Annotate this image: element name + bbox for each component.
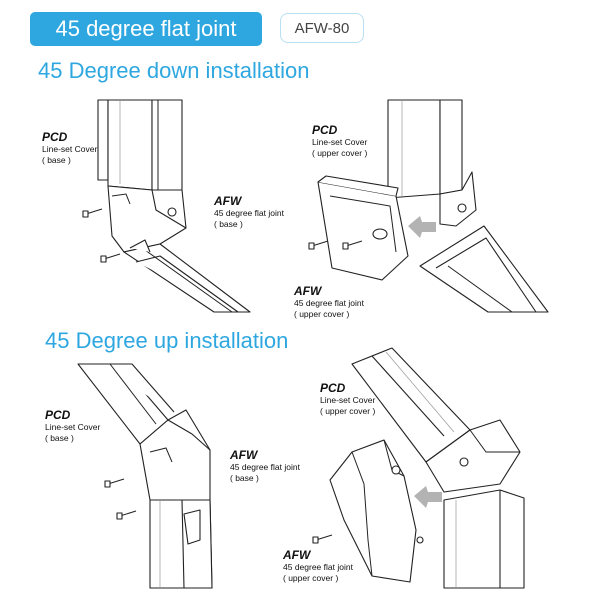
label-up-upper-afw: AFW 45 degree flat joint ( upper cover ) (283, 548, 353, 583)
screw-icon (100, 253, 121, 263)
label-up-base-afw: AFW 45 degree flat joint ( base ) (230, 448, 300, 483)
label-up-upper-pcd: PCD Line-set Cover ( upper cover ) (320, 381, 376, 416)
title-badge: 45 degree flat joint (30, 12, 262, 46)
model-badge: AFW-80 (280, 13, 364, 43)
label-down-base-pcd: PCD Line-set Cover ( base ) (42, 130, 98, 165)
label-down-upper-pcd: PCD Line-set Cover ( upper cover ) (312, 123, 368, 158)
screw-icon (312, 534, 333, 544)
diagram-down-base (82, 99, 251, 313)
screw-icon (116, 510, 137, 520)
arrow-icon (414, 486, 442, 508)
label-down-base-afw: AFW 45 degree flat joint ( base ) (214, 194, 284, 229)
screw-icon (82, 208, 103, 218)
label-down-upper-afw: AFW 45 degree flat joint ( upper cover ) (294, 284, 364, 319)
section-title-down: 45 Degree down installation (38, 58, 310, 83)
screw-icon (104, 478, 125, 488)
label-up-base-pcd: PCD Line-set Cover ( base ) (45, 408, 101, 443)
screw-icon (342, 240, 363, 250)
screw-icon (308, 240, 329, 250)
section-title-up: 45 Degree up installation (45, 328, 289, 353)
diagram-down-upper (308, 99, 549, 313)
diagram-up-upper (312, 347, 525, 589)
diagram-up-base (77, 363, 213, 589)
arrow-icon (408, 216, 436, 238)
